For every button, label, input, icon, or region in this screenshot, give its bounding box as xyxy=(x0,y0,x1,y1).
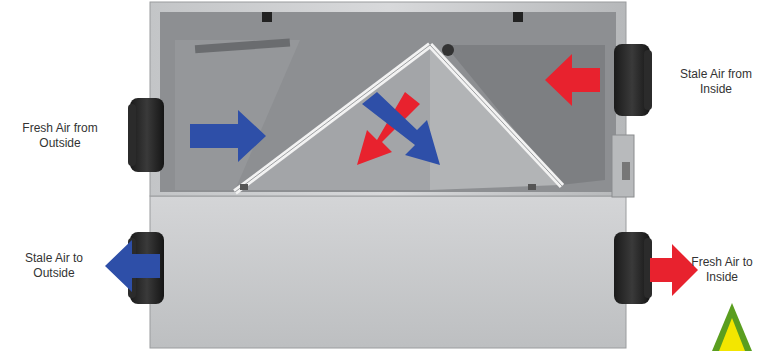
core-edge xyxy=(430,45,562,186)
bracket xyxy=(195,39,290,54)
lower-housing xyxy=(150,196,626,348)
stale-air-arrow xyxy=(105,240,160,292)
fastener xyxy=(240,184,248,190)
fastener xyxy=(528,184,536,190)
interior-cavity xyxy=(160,12,616,192)
filter-panel xyxy=(445,45,605,185)
corner-mark xyxy=(719,318,745,351)
stale-air-arrow xyxy=(545,54,600,106)
control-box xyxy=(612,135,634,197)
flow-label: Fresh Air from Outside xyxy=(10,121,110,151)
side-chamber xyxy=(175,40,300,190)
clip xyxy=(262,12,272,22)
flow-label: Stale Air from Inside xyxy=(671,67,761,97)
duct-collar xyxy=(128,104,136,166)
sensor xyxy=(442,44,454,56)
duct-collar xyxy=(644,50,652,110)
fresh-air-arrow xyxy=(362,92,440,165)
fresh-air-arrow xyxy=(650,244,698,296)
flow-label: Stale Air to Outside xyxy=(9,251,99,281)
corner-mark xyxy=(712,303,752,351)
clip xyxy=(513,12,523,22)
fresh-air-arrow xyxy=(190,110,266,162)
upper-housing xyxy=(150,2,626,196)
flow-label: Fresh Air to Inside xyxy=(677,255,767,285)
core-edge xyxy=(430,45,562,186)
control-switch xyxy=(622,162,630,180)
